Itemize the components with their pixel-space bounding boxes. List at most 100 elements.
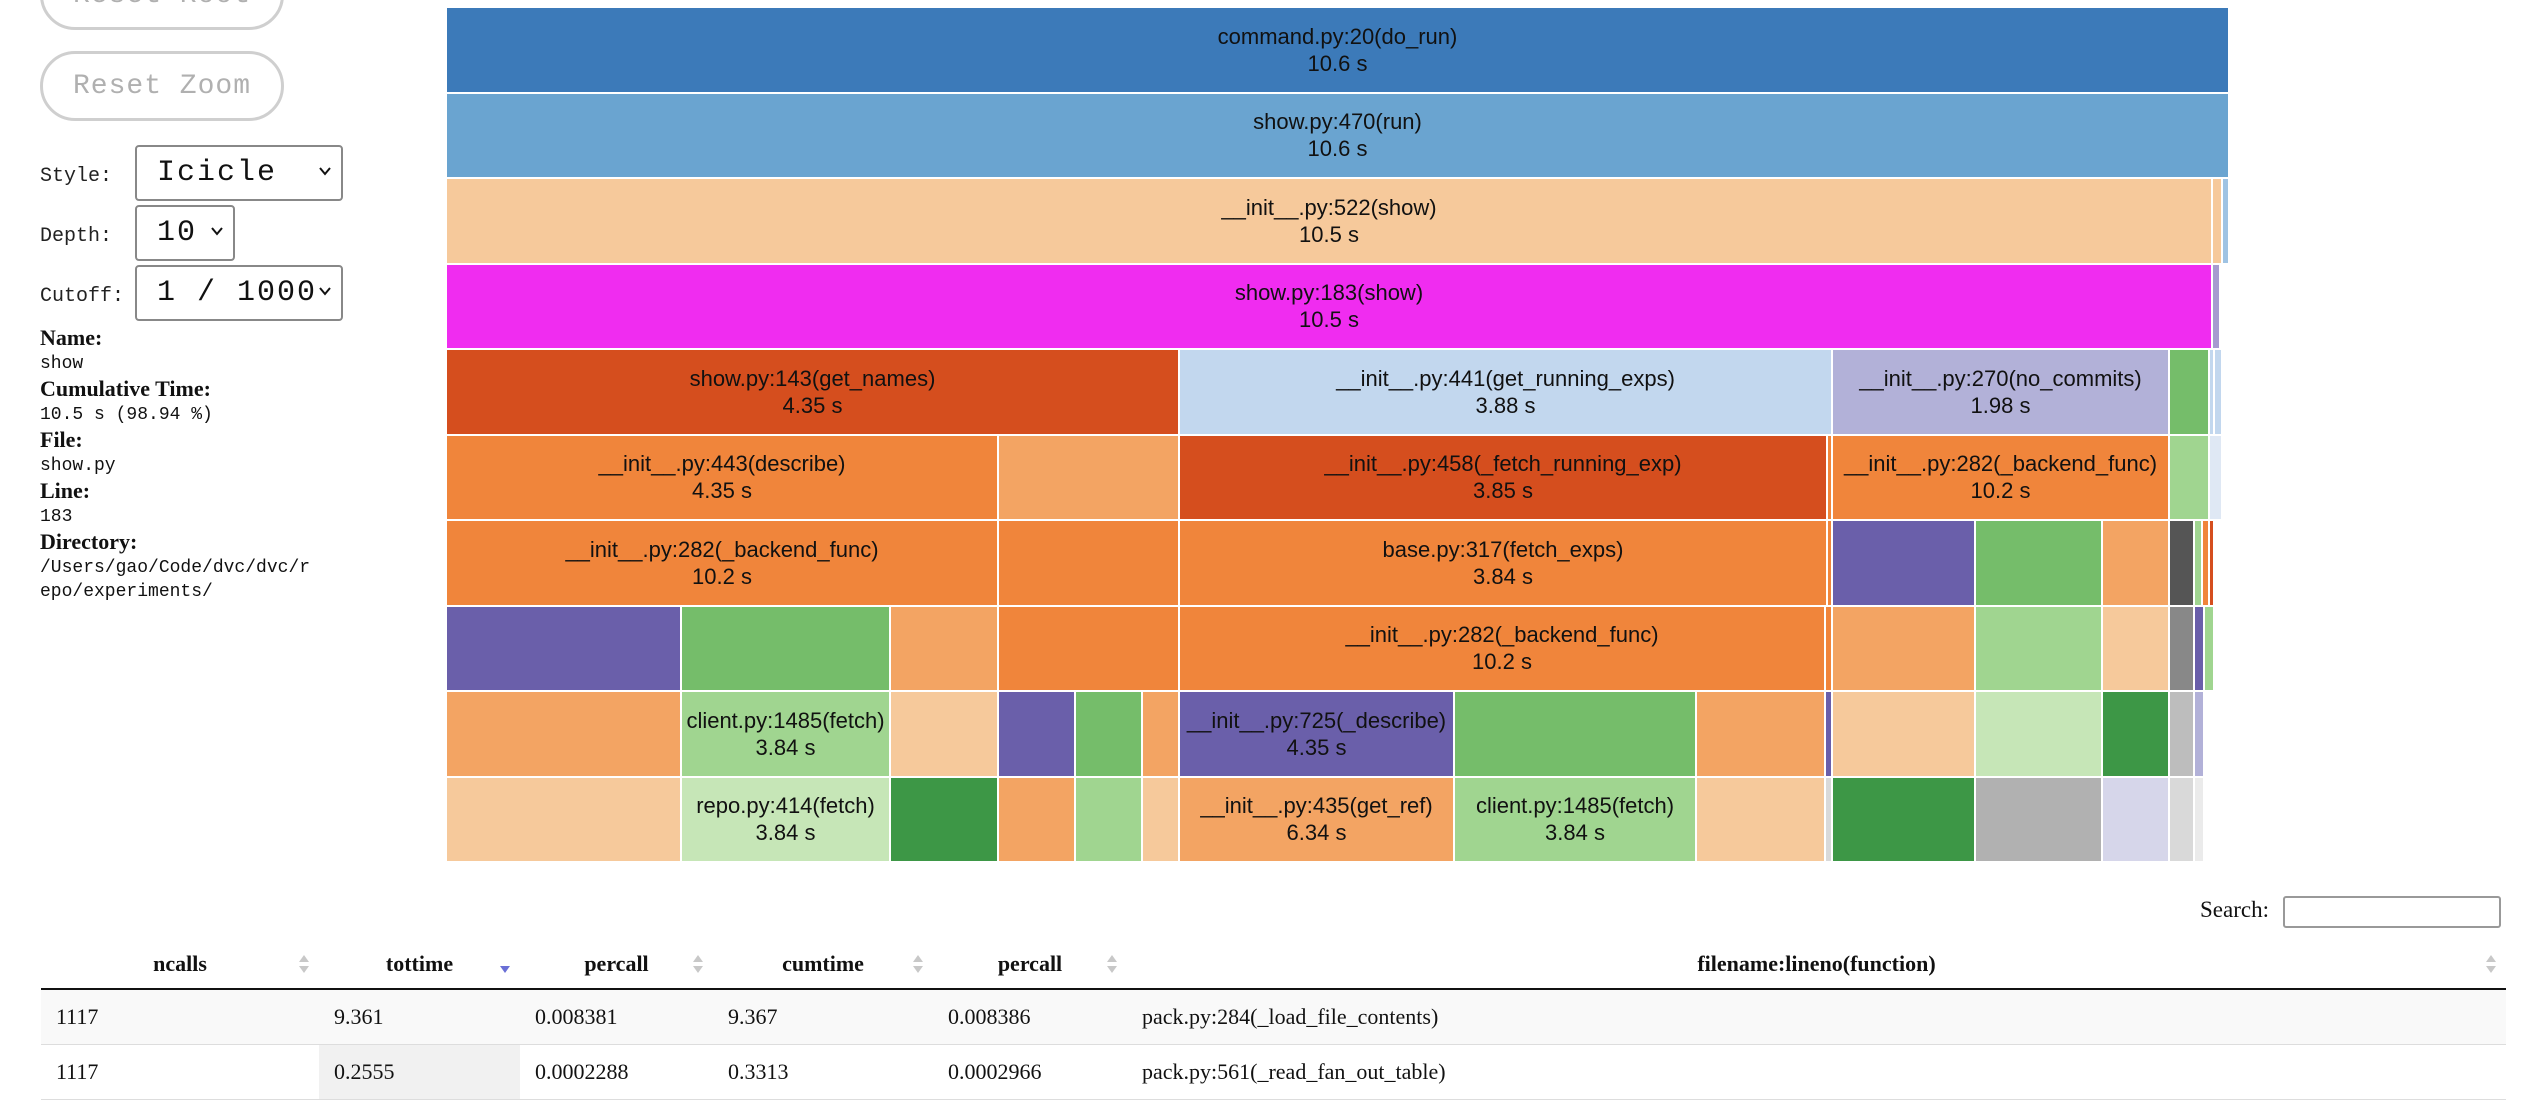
flame-block-small[interactable]: [1697, 692, 1826, 778]
style-select[interactable]: Icicle: [135, 145, 343, 201]
flame-block[interactable]: __init__.py:725(_describe)4.35 s: [1180, 692, 1455, 778]
column-header-cumtime[interactable]: cumtime: [713, 940, 933, 990]
flame-block-small[interactable]: [999, 435, 1180, 521]
reset-zoom-button[interactable]: Reset Zoom: [40, 51, 284, 121]
flame-block-small[interactable]: [891, 606, 999, 692]
column-header-tottime[interactable]: tottime: [319, 940, 520, 990]
flame-block-small[interactable]: [999, 777, 1076, 863]
flame-block-small[interactable]: [2195, 777, 2205, 863]
flame-block-small[interactable]: [1455, 692, 1697, 778]
flame-block-small[interactable]: [2103, 606, 2170, 692]
flame-block-small[interactable]: [2103, 777, 2170, 863]
flame-block-time: 3.84 s: [755, 820, 816, 846]
flame-block-small[interactable]: [1976, 521, 2103, 607]
flame-block-name: __init__.py:282(_backend_func): [565, 536, 879, 562]
flame-block-small[interactable]: [2170, 435, 2210, 521]
flame-block[interactable]: __init__.py:435(get_ref)6.34 s: [1180, 777, 1455, 863]
flame-block[interactable]: __init__.py:443(describe)4.35 s: [447, 435, 999, 521]
info-directory-value-1: /Users/gao/Code/dvc/dvc/r: [40, 558, 311, 578]
flame-block-small[interactable]: [1826, 692, 1833, 778]
flame-block-small[interactable]: [2210, 435, 2223, 521]
flame-block[interactable]: base.py:317(fetch_exps)3.84 s: [1180, 521, 1828, 607]
flame-block-small[interactable]: [2203, 521, 2210, 607]
flame-block-small[interactable]: [2103, 692, 2170, 778]
flame-block-small[interactable]: [2170, 692, 2195, 778]
cutoff-select[interactable]: 1 / 1000: [135, 265, 343, 321]
flame-block[interactable]: __init__.py:282(_backend_func)10.2 s: [447, 521, 999, 607]
flame-block-small[interactable]: [1833, 692, 1976, 778]
column-header-filenamelinenofunction[interactable]: filename:lineno(function): [1127, 940, 2506, 990]
flame-block[interactable]: show.py:470(run)10.6 s: [447, 93, 2230, 179]
flame-block[interactable]: show.py:143(get_names)4.35 s: [447, 350, 1180, 436]
flame-block[interactable]: show.py:183(show)10.5 s: [447, 264, 2213, 350]
depth-select[interactable]: 10: [135, 205, 235, 261]
reset-root-button[interactable]: Reset Root: [40, 0, 284, 30]
flame-block[interactable]: __init__.py:458(_fetch_running_exp)3.85 …: [1180, 435, 1828, 521]
flame-block-small[interactable]: [1076, 692, 1143, 778]
table-cell: 1117: [41, 1044, 319, 1100]
flame-block-small[interactable]: [2103, 521, 2170, 607]
flame-block-small[interactable]: [1828, 435, 1833, 521]
flame-block-small[interactable]: [2195, 606, 2205, 692]
flame-block-name: command.py:20(do_run): [1217, 23, 1458, 49]
flame-block-small[interactable]: [1833, 606, 1976, 692]
flame-block-small[interactable]: [2213, 179, 2223, 265]
flame-block-time: 4.35 s: [782, 392, 843, 418]
flame-block[interactable]: __init__.py:282(_backend_func)10.2 s: [1180, 606, 1826, 692]
flame-block-small[interactable]: [1976, 692, 2103, 778]
flame-block-small[interactable]: [2210, 521, 2215, 607]
flame-block-name: __init__.py:458(_fetch_running_exp): [1324, 451, 1682, 477]
flame-block-small[interactable]: [2170, 777, 2195, 863]
flame-block-small[interactable]: [891, 692, 999, 778]
column-header-ncalls[interactable]: ncalls: [41, 940, 319, 990]
flame-block-small[interactable]: [1143, 777, 1180, 863]
flame-block[interactable]: __init__.py:522(show)10.5 s: [447, 179, 2213, 265]
flame-block-small[interactable]: [1826, 777, 1833, 863]
flame-block-small[interactable]: [682, 606, 891, 692]
flame-block-small[interactable]: [447, 606, 682, 692]
flame-block[interactable]: __init__.py:441(get_running_exps)3.88 s: [1180, 350, 1833, 436]
flame-block-small[interactable]: [2213, 264, 2221, 350]
flame-block-small[interactable]: [1976, 606, 2103, 692]
flame-block-small[interactable]: [1976, 777, 2103, 863]
search-input[interactable]: [2283, 896, 2501, 928]
flame-block-small[interactable]: [2195, 692, 2205, 778]
flame-block[interactable]: __init__.py:270(no_commits)1.98 s: [1833, 350, 2170, 436]
flame-block-small[interactable]: [447, 777, 682, 863]
flame-block-small[interactable]: [1697, 777, 1826, 863]
flame-block-small[interactable]: [999, 692, 1076, 778]
flame-block-small[interactable]: [1143, 692, 1180, 778]
info-line-label: Line:: [40, 478, 91, 503]
column-header-percall[interactable]: percall: [520, 940, 713, 990]
flame-block-small[interactable]: [999, 606, 1180, 692]
flame-block-small[interactable]: [2170, 606, 2195, 692]
flame-block[interactable]: client.py:1485(fetch)3.84 s: [1455, 777, 1697, 863]
flame-block-small[interactable]: [1833, 777, 1976, 863]
flame-block[interactable]: repo.py:414(fetch)3.84 s: [682, 777, 891, 863]
info-name-label: Name:: [40, 325, 103, 350]
flame-block-small[interactable]: [1828, 521, 1833, 607]
flame-block-small[interactable]: [447, 692, 682, 778]
flame-block-small[interactable]: [2205, 606, 2215, 692]
flame-block-small[interactable]: [2215, 350, 2223, 436]
flame-block-small[interactable]: [2170, 350, 2210, 436]
flame-block[interactable]: client.py:1485(fetch)3.84 s: [682, 692, 891, 778]
flame-block-small[interactable]: [2223, 179, 2230, 265]
column-header-percall[interactable]: percall: [933, 940, 1127, 990]
flame-block-small[interactable]: [1076, 777, 1143, 863]
flame-block-small[interactable]: [999, 521, 1180, 607]
flame-block-name: __init__.py:443(describe): [598, 451, 846, 477]
flame-block[interactable]: command.py:20(do_run)10.6 s: [447, 8, 2230, 94]
flame-block-small[interactable]: [891, 777, 999, 863]
flame-block-small[interactable]: [2210, 350, 2215, 436]
flame-block-small[interactable]: [2195, 521, 2203, 607]
column-header-label: tottime: [385, 951, 454, 976]
flame-block-small[interactable]: [2170, 521, 2195, 607]
depth-label: Depth:: [40, 225, 113, 248]
flame-block[interactable]: __init__.py:282(_backend_func)10.2 s: [1833, 435, 2170, 521]
flame-block-small[interactable]: [1833, 521, 1976, 607]
flame-block-small[interactable]: [1826, 606, 1833, 692]
